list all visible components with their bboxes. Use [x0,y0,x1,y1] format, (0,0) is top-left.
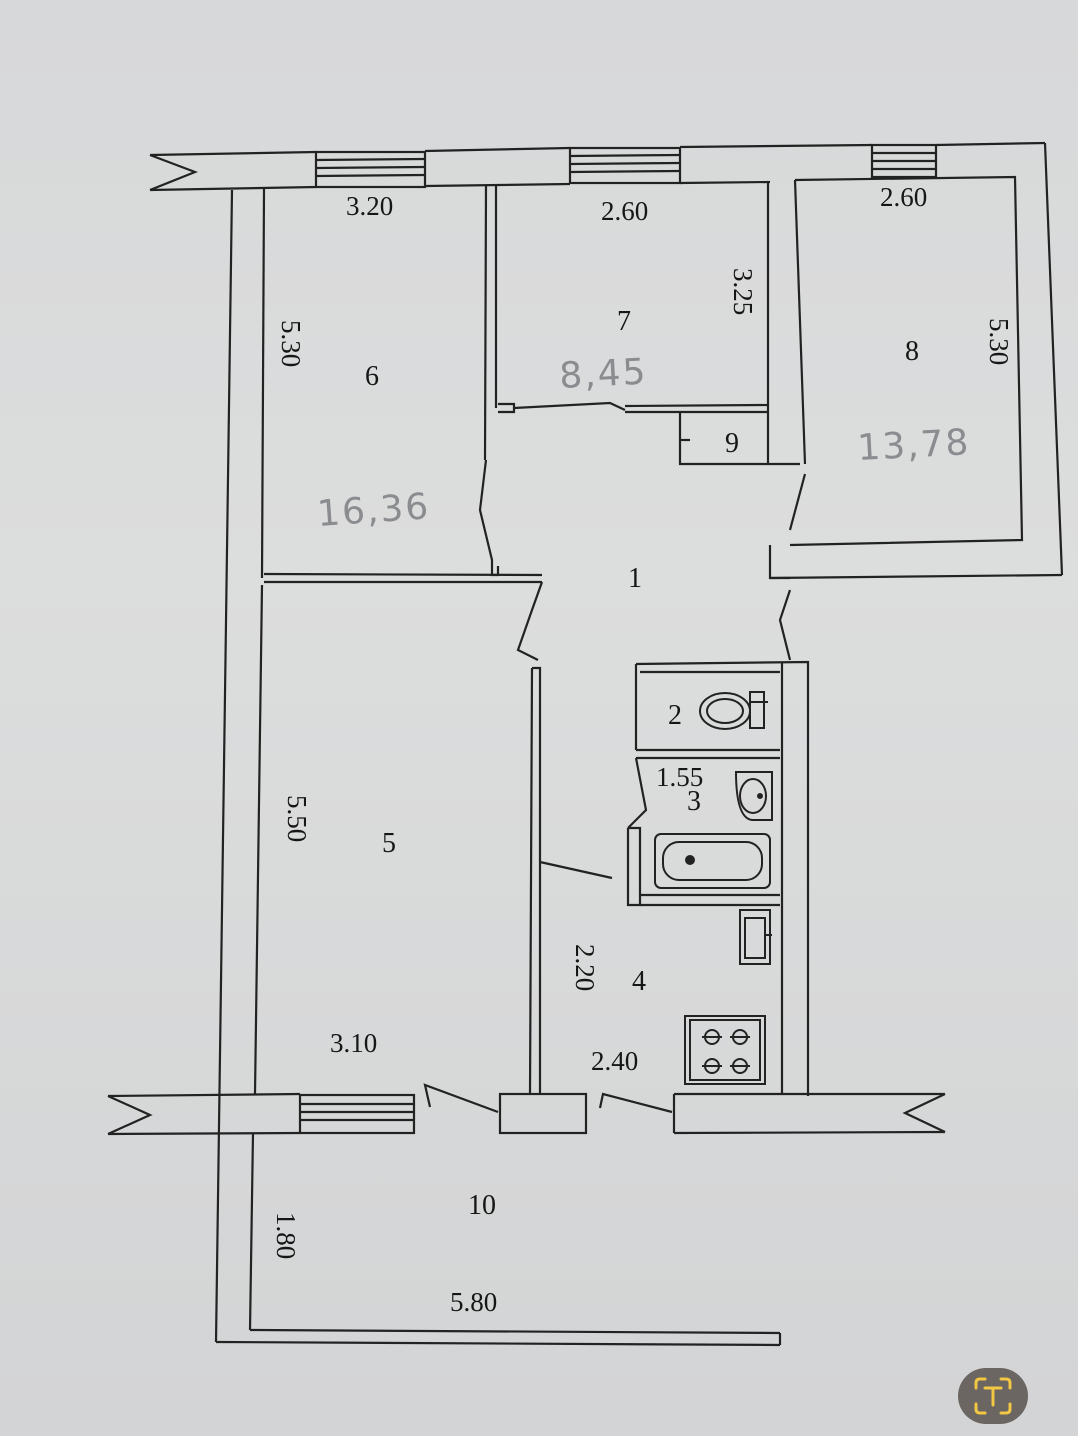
text-scan-icon [974,1377,1012,1415]
room-number-2: 2 [668,700,682,731]
interior-walls-top [263,175,1063,584]
dim-room7-width: 2.60 [601,196,648,226]
toilet-icon [699,691,768,730]
stove-icon [684,1015,766,1085]
room-number-1: 1 [628,563,642,594]
left-exterior-wall [214,188,266,1343]
dim-room10-width: 1.80 [271,1212,301,1259]
room-number-6: 6 [365,361,379,392]
window-room6 [314,150,427,189]
dim-room4-length: 2.20 [570,944,600,991]
dim-room5-length: 5.50 [282,795,312,842]
room-number-9: 9 [725,428,739,459]
kitchen-sink-icon [739,909,772,965]
top-exterior-wall [149,141,1064,576]
handwritten-area-room8: 13,78 [856,422,971,469]
text-scan-button[interactable] [958,1368,1028,1424]
room-number-3: 3 [687,786,701,817]
sink-icon [734,771,773,821]
window-room7 [568,146,682,185]
dim-room7-length: 3.25 [728,268,758,315]
handwritten-area-room6: 16,36 [316,486,432,535]
dim-room10-length: 5.80 [450,1287,497,1317]
room-number-8: 8 [905,336,919,367]
window-room8 [870,143,938,179]
handwritten-area-room7: 8,45 [558,351,648,397]
room-number-7: 7 [617,306,631,337]
interior-walls-middle [516,581,810,1096]
dim-room4-width: 2.40 [591,1046,638,1076]
dim-room6-width: 3.20 [346,191,393,221]
dim-room8-width: 2.60 [880,182,927,212]
bottom-exterior-wall [107,1083,946,1347]
room-number-4: 4 [632,966,646,997]
bathtub-icon [654,833,771,889]
room-number-10: 10 [468,1190,496,1221]
dim-room6-length: 5.30 [276,320,306,367]
dim-room5-width: 3.10 [330,1028,377,1058]
dim-room3-width: 1.55 [656,762,703,792]
dim-room8-length: 5.30 [984,318,1014,365]
room-number-5: 5 [382,828,396,859]
